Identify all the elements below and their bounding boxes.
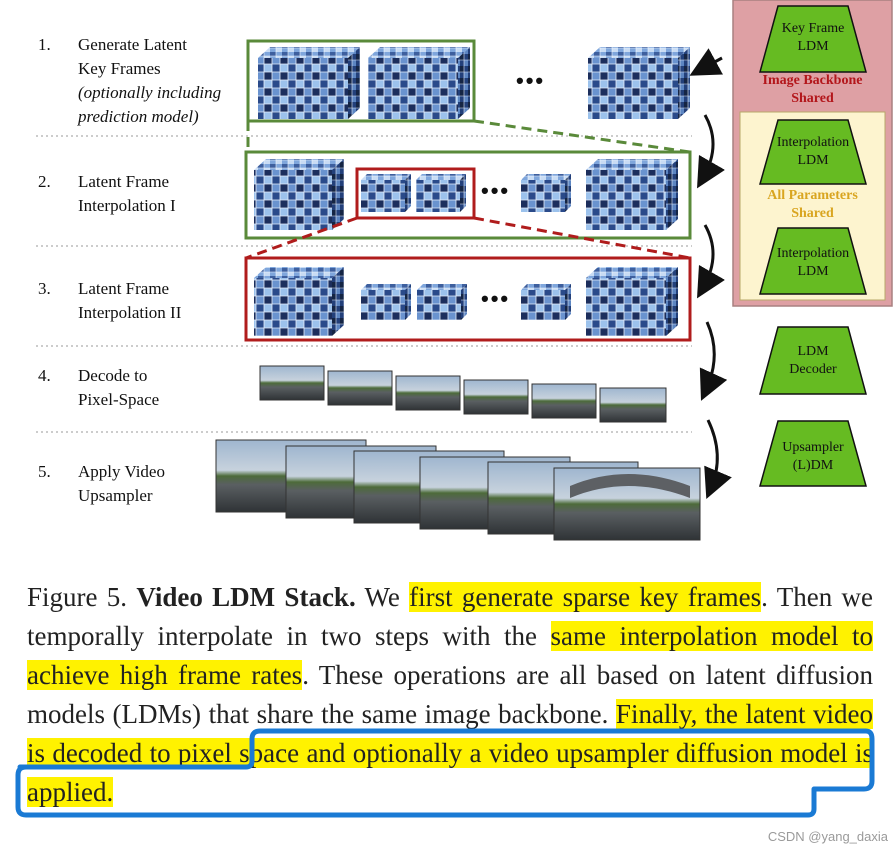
caption-text: . These operations are all based on late… xyxy=(27,660,873,729)
model-label-line: LDM xyxy=(797,264,829,279)
interp2-group-box xyxy=(244,256,692,342)
small-latent-cube xyxy=(416,174,466,212)
image-backbone-label: Image Backbone Shared xyxy=(740,72,885,108)
step-label: Generate Latent Key Frames (optionally i… xyxy=(78,33,221,129)
upsampler-label: Upsampler (L)DM xyxy=(760,439,866,475)
step-label: Apply Video Upsampler xyxy=(78,460,165,508)
decoded-frames xyxy=(259,365,667,423)
latent-cube xyxy=(588,47,690,119)
latent-cube xyxy=(368,47,470,119)
panel-label-line: Image Backbone xyxy=(762,73,863,88)
latent-cube xyxy=(254,267,344,336)
model-label-line: Decoder xyxy=(789,362,837,377)
caption-text: . Then we temporally interpolate in two … xyxy=(27,582,873,651)
zoom-connector xyxy=(473,119,691,154)
latent-cube xyxy=(254,159,344,230)
upsampled-frames xyxy=(215,439,701,541)
zoom-connector xyxy=(473,216,691,260)
model-label-line: Key Frame xyxy=(781,21,845,36)
latent-cube xyxy=(258,47,360,119)
row-separators xyxy=(36,135,692,433)
step-label: Decode to Pixel-Space xyxy=(78,364,159,412)
decoder-shape xyxy=(759,326,867,395)
model-label-line: Upsampler xyxy=(782,440,844,455)
all-parameters-label: All Parameters Shared xyxy=(740,187,885,223)
interp1-group-box xyxy=(244,150,692,240)
step-number: 3. xyxy=(38,279,51,298)
step-label-line: Pixel-Space xyxy=(78,390,160,409)
small-latent-cube xyxy=(361,284,411,320)
model-trapezoids xyxy=(759,5,867,487)
model-label-line: (L)DM xyxy=(792,458,834,473)
step-number: 2. xyxy=(38,172,51,191)
step-number: 1. xyxy=(38,35,51,54)
step-label-line: Decode to xyxy=(78,366,148,385)
panel-label-line: Shared xyxy=(791,91,834,106)
small-latent-cube xyxy=(521,284,571,320)
model-label-line: LDM xyxy=(797,153,829,168)
step-note: prediction model) xyxy=(78,107,199,126)
latent-cube xyxy=(586,267,678,336)
figure-diagram xyxy=(36,0,893,541)
interp1-ldm-label: Interpolation LDM xyxy=(760,134,866,170)
step-label-line: Key Frames xyxy=(78,59,161,78)
interp1-ldm-shape xyxy=(759,119,867,185)
step-label-line: Latent Frame xyxy=(78,279,170,298)
caption-highlight: first generate sparse key frames xyxy=(409,582,762,612)
step-number: 5. xyxy=(38,462,51,481)
caption-title: Video LDM Stack. xyxy=(136,582,356,612)
ellipsis: ••• xyxy=(516,68,546,93)
model-label-line: LDM xyxy=(797,39,829,54)
ellipsis: ••• xyxy=(481,286,511,311)
small-latent-cube xyxy=(417,284,467,320)
small-latent-cube xyxy=(361,174,411,212)
keyframe-ldm-shape xyxy=(759,5,867,73)
step-label-line: Interpolation II xyxy=(78,303,182,322)
step-label-line: Apply Video xyxy=(78,462,165,481)
panel-label-line: All Parameters xyxy=(767,188,858,203)
annotation-box xyxy=(15,728,875,818)
interp2-ldm-shape xyxy=(759,227,867,295)
caption-label: Figure 5. xyxy=(27,582,137,612)
panel-label-line: Shared xyxy=(791,206,834,221)
latent-cube xyxy=(586,159,678,230)
step-label-line: Interpolation I xyxy=(78,196,176,215)
model-label-line: Interpolation xyxy=(776,135,850,150)
step-label-line: Generate Latent xyxy=(78,35,188,54)
watermark: CSDN @yang_daxia xyxy=(767,829,888,844)
small-latent-cube xyxy=(521,174,571,212)
step-label: Latent Frame Interpolation I xyxy=(78,170,176,218)
step-label-line: Upsampler xyxy=(78,486,153,505)
interp2-ldm-label: Interpolation LDM xyxy=(760,245,866,281)
decoder-label: LDM Decoder xyxy=(760,343,866,379)
keyframe-ldm-label: Key Frame LDM xyxy=(760,20,866,56)
step-label-line: Latent Frame xyxy=(78,172,170,191)
figure-caption: Figure 5. Video LDM Stack. We first gene… xyxy=(27,578,873,812)
keyframes-group-box xyxy=(246,39,476,123)
model-label-line: Interpolation xyxy=(776,246,850,261)
upsampler-shape xyxy=(759,420,867,487)
model-label-line: LDM xyxy=(797,344,829,359)
step-note: (optionally including xyxy=(78,83,222,102)
zoom-connector xyxy=(245,216,358,260)
flow-arrows xyxy=(689,48,732,500)
interp1-sub-box xyxy=(355,167,476,220)
caption-text: We xyxy=(355,582,410,612)
ellipsis: ••• xyxy=(481,178,511,203)
step-number: 4. xyxy=(38,366,51,385)
step-label: Latent Frame Interpolation II xyxy=(78,277,181,325)
